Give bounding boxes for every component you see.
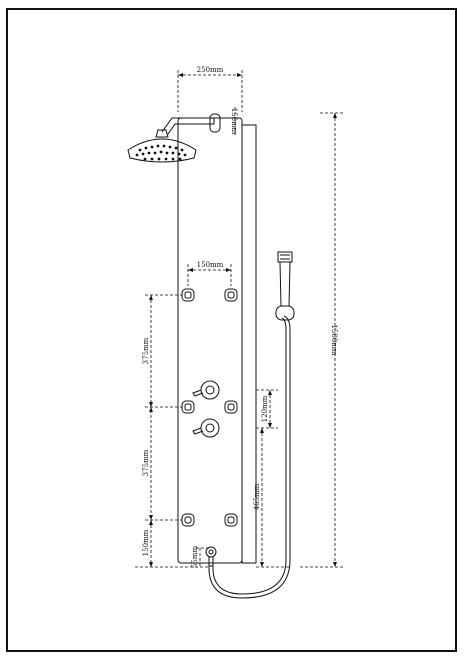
hose-outlet-icon <box>205 546 217 567</box>
jet-spacing-label: 150mm <box>197 261 224 269</box>
head-width-label: 250mm <box>197 66 224 74</box>
arm-offset-label: 150mm <box>230 108 238 135</box>
mixing-valve-icon <box>192 380 220 438</box>
hose-icon <box>208 315 291 599</box>
rain-shower-head-icon <box>127 129 197 163</box>
valve-spacing-label: 120mm <box>261 395 269 422</box>
lower-jet-gap-label: 375mm <box>142 449 150 476</box>
total-height-label: 1500mm <box>330 324 338 355</box>
outlet-height-label: 55mm <box>191 546 199 569</box>
drawing-frame <box>6 8 457 652</box>
valve-height-label: 465mm <box>253 483 261 510</box>
shower-panel <box>177 117 257 564</box>
bottom-jet-height-label: 150mm <box>142 529 150 556</box>
hand-shower-icon <box>275 251 295 321</box>
shower-arm-icon <box>161 113 221 135</box>
body-jet-icon <box>181 288 238 527</box>
upper-jet-gap-label: 375mm <box>142 337 150 364</box>
